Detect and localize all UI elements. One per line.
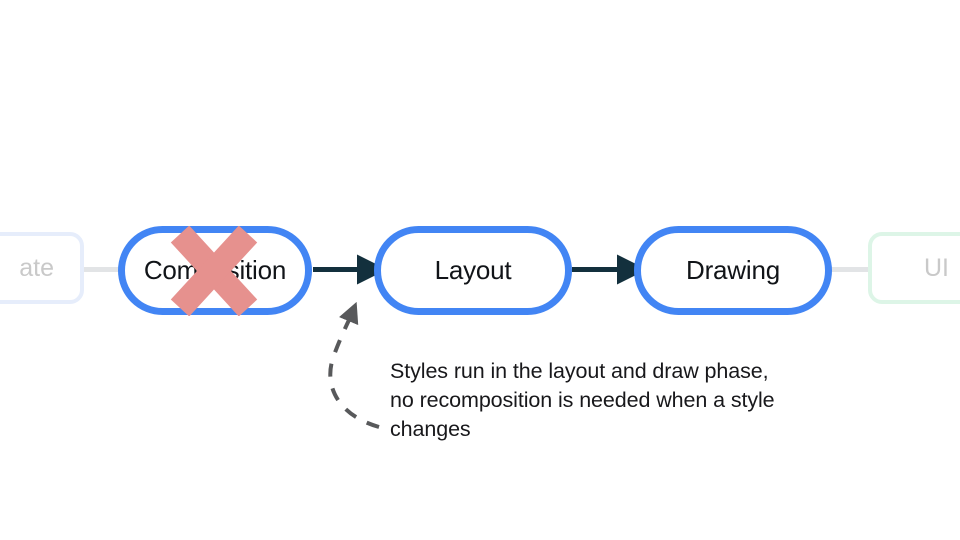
node-ui-label: UI [924,253,949,282]
node-drawing[interactable]: Drawing [634,226,832,315]
node-composition-label: Composition [143,255,287,285]
connector-state-to-composition [78,267,124,272]
callout-caption: Styles run in the layout and draw phase,… [390,359,775,441]
node-drawing-label: Drawing [686,255,780,285]
node-state-label: ate [19,253,54,282]
node-state[interactable]: ate [0,232,84,304]
connector-drawing-to-ui [828,267,872,272]
callout-dashed-arrow [328,301,380,429]
node-layout-label: Layout [434,255,512,285]
node-composition[interactable]: Composition [118,226,312,315]
node-ui[interactable]: UI [868,232,960,304]
node-layout[interactable]: Layout [374,226,572,315]
